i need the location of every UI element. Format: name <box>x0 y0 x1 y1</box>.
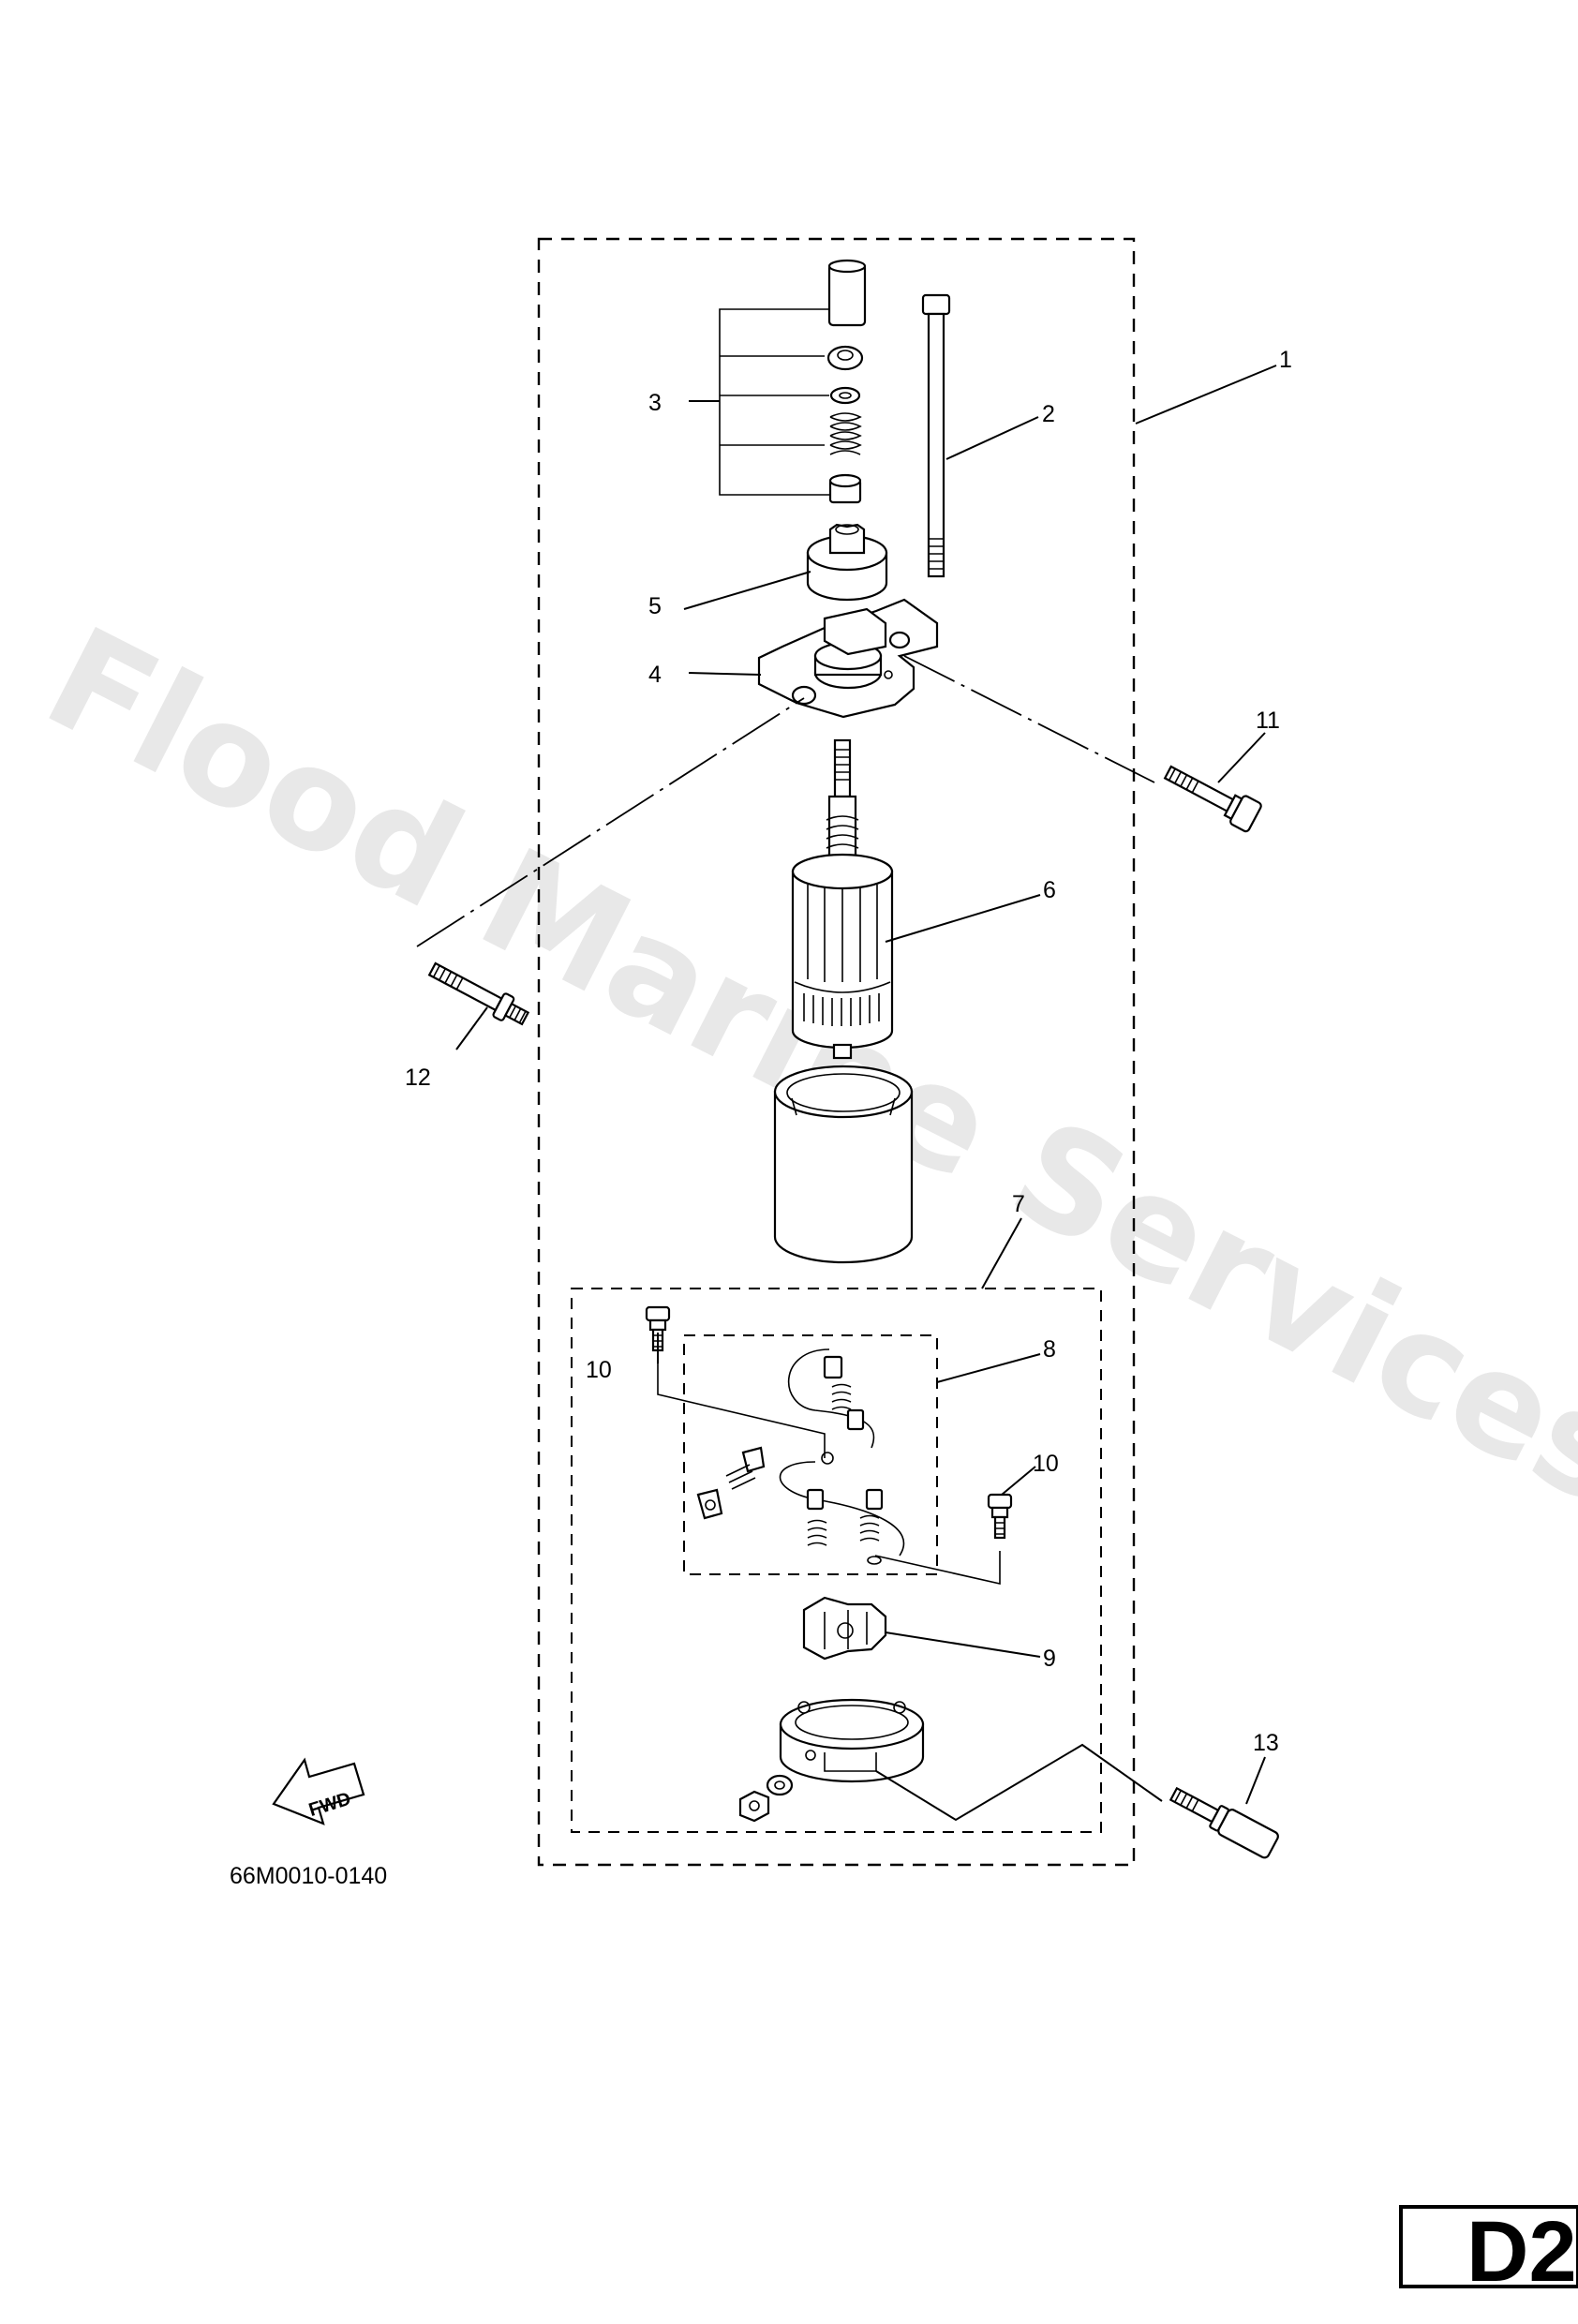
page-tag-label: D2 <box>1466 2204 1577 2300</box>
pinion-stop-kit <box>689 259 867 504</box>
front-bracket <box>757 598 939 719</box>
stud-bolt-12 <box>427 961 530 1026</box>
callout-2: 2 <box>1042 401 1055 427</box>
bolt-13-leader <box>875 1743 1163 1822</box>
assembly-boundary-end-cover <box>571 1288 1102 1833</box>
callout-1: 1 <box>1279 347 1292 373</box>
stud-bolt-12-leader <box>416 697 805 947</box>
yoke-housing <box>773 1065 914 1264</box>
callout-11: 11 <box>1256 708 1280 734</box>
callout-9: 9 <box>1043 1646 1056 1672</box>
pinion-gear <box>806 523 888 602</box>
assembly-boundary-brush-holder <box>683 1334 938 1575</box>
bolt-11-leader <box>903 655 1155 783</box>
callout-5: 5 <box>648 593 662 619</box>
assembly-boundary-outer <box>537 237 1136 1867</box>
callout-3: 3 <box>648 390 662 416</box>
forward-direction-arrow: FWD <box>272 1757 365 1825</box>
rear-end-cover <box>779 1698 925 1783</box>
drawing-code: 66M0010-0140 <box>230 1863 387 1889</box>
callout-13: 13 <box>1253 1730 1279 1756</box>
screw-lower-leader <box>874 1551 1001 1586</box>
callout-4: 4 <box>648 662 662 688</box>
bolt-11 <box>1163 765 1262 833</box>
callout-10-lower: 10 <box>1033 1451 1059 1477</box>
screw-upper-leader <box>657 1363 826 1458</box>
callout-7: 7 <box>1012 1191 1025 1217</box>
brush-holder-plate <box>802 1596 887 1661</box>
callout-12: 12 <box>405 1065 431 1091</box>
armature <box>791 738 894 1060</box>
washer-and-nut <box>738 1774 794 1823</box>
page-tag: D2 <box>1399 2204 1578 2300</box>
screw-lower <box>987 1493 1013 1540</box>
callout-8: 8 <box>1043 1336 1056 1363</box>
bolt-13 <box>1169 1786 1279 1859</box>
callout-6: 6 <box>1043 877 1056 903</box>
brush-holder-set <box>696 1348 905 1565</box>
callout-10-upper: 10 <box>586 1357 612 1383</box>
through-bolt <box>921 293 951 578</box>
watermark: Flood Marine Services <box>22 597 1578 1538</box>
